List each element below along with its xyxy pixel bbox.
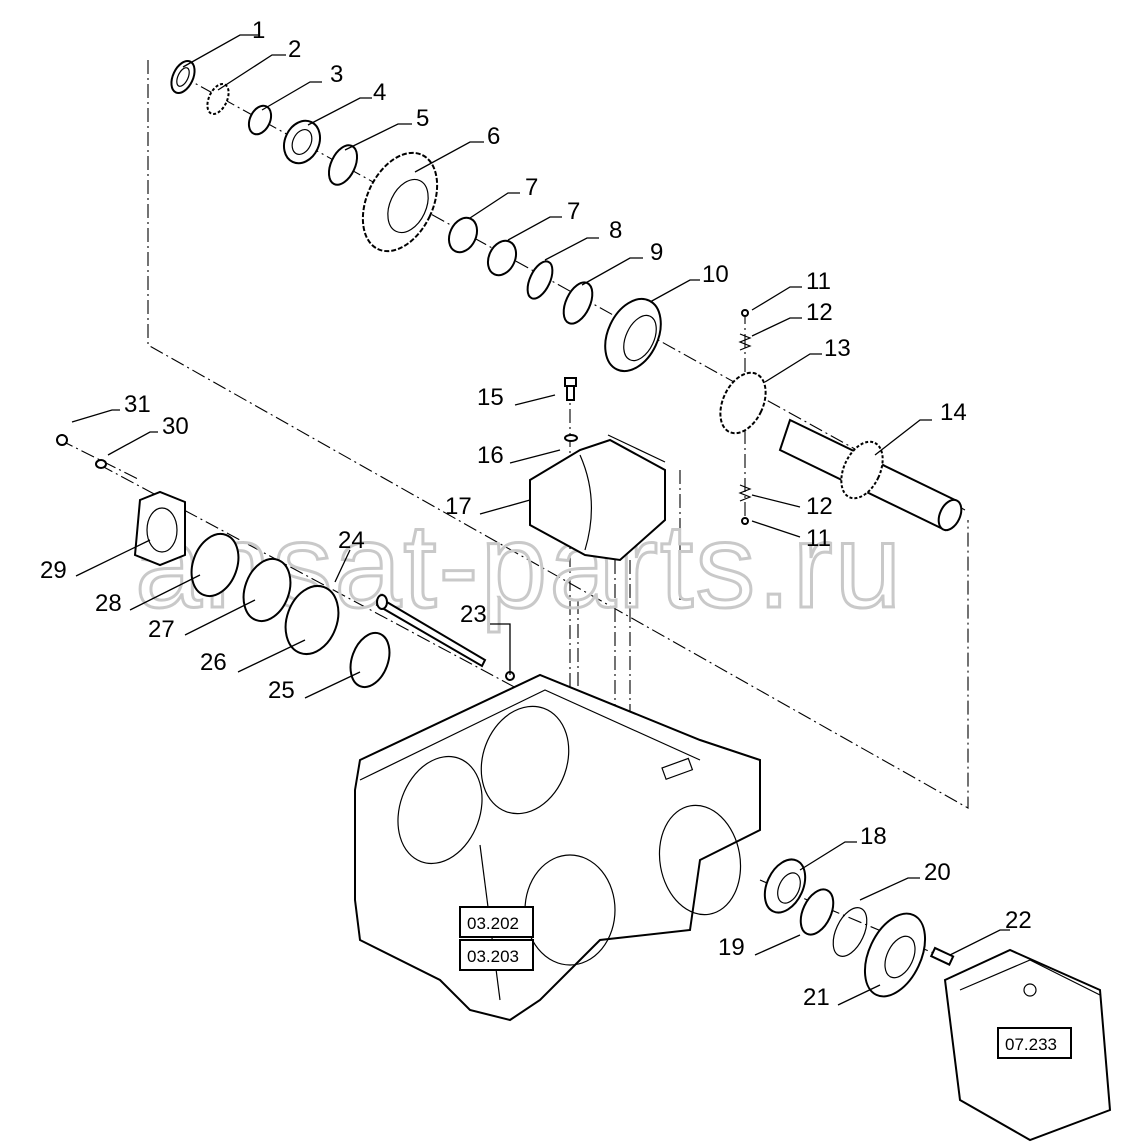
callout-31: 31: [124, 391, 151, 418]
callout-12a: 12: [806, 299, 833, 326]
reference-03-203: 03.203: [467, 947, 519, 966]
callout-7b: 7: [567, 198, 580, 225]
callout-23: 23: [460, 601, 487, 628]
callout-15: 15: [477, 384, 504, 411]
callout-3: 3: [330, 61, 343, 88]
shaft-parts-upper: [170, 60, 662, 373]
reference-07-233: 07.233: [1005, 1035, 1057, 1054]
callout-17: 17: [445, 493, 472, 520]
callout-9: 9: [650, 239, 663, 266]
leader-lines: [71, 34, 1010, 1006]
callout-4: 4: [373, 79, 386, 106]
callout-18: 18: [860, 823, 887, 850]
callout-20: 20: [924, 859, 951, 886]
left-side-parts: [56, 434, 515, 689]
callout-1: 1: [252, 17, 265, 44]
callout-22: 22: [1005, 907, 1032, 934]
reference-03-202: 03.202: [467, 914, 519, 933]
callout-13: 13: [824, 335, 851, 362]
callout-7a: 7: [525, 174, 538, 201]
callout-26: 26: [200, 649, 227, 676]
callout-8: 8: [609, 217, 622, 244]
callout-10: 10: [702, 261, 729, 288]
cover-parts: [529, 377, 666, 562]
callout-25: 25: [268, 677, 295, 704]
shaft-parts-right: [719, 309, 963, 532]
callout-12b: 12: [806, 493, 833, 520]
callout-21: 21: [803, 984, 830, 1011]
callout-14: 14: [940, 399, 967, 426]
callout-11a: 11: [806, 268, 831, 295]
reference-boxes: 03.202 03.203 07.233: [459, 906, 1072, 1059]
callout-28: 28: [95, 590, 122, 617]
callout-11b: 11: [806, 525, 831, 552]
callout-16: 16: [477, 442, 504, 469]
callout-labels: 1 2 3 4 5 6 7 7 8 9 10 11 12 13 14 15 16…: [40, 17, 1032, 1011]
callout-2: 2: [288, 36, 301, 63]
callout-19: 19: [718, 934, 745, 961]
callout-27: 27: [148, 616, 175, 643]
gearbox-housing: [354, 673, 761, 1022]
callout-30: 30: [162, 413, 189, 440]
callout-29: 29: [40, 557, 67, 584]
callout-24: 24: [338, 527, 365, 554]
callout-5: 5: [416, 105, 429, 132]
callout-6: 6: [487, 123, 500, 150]
